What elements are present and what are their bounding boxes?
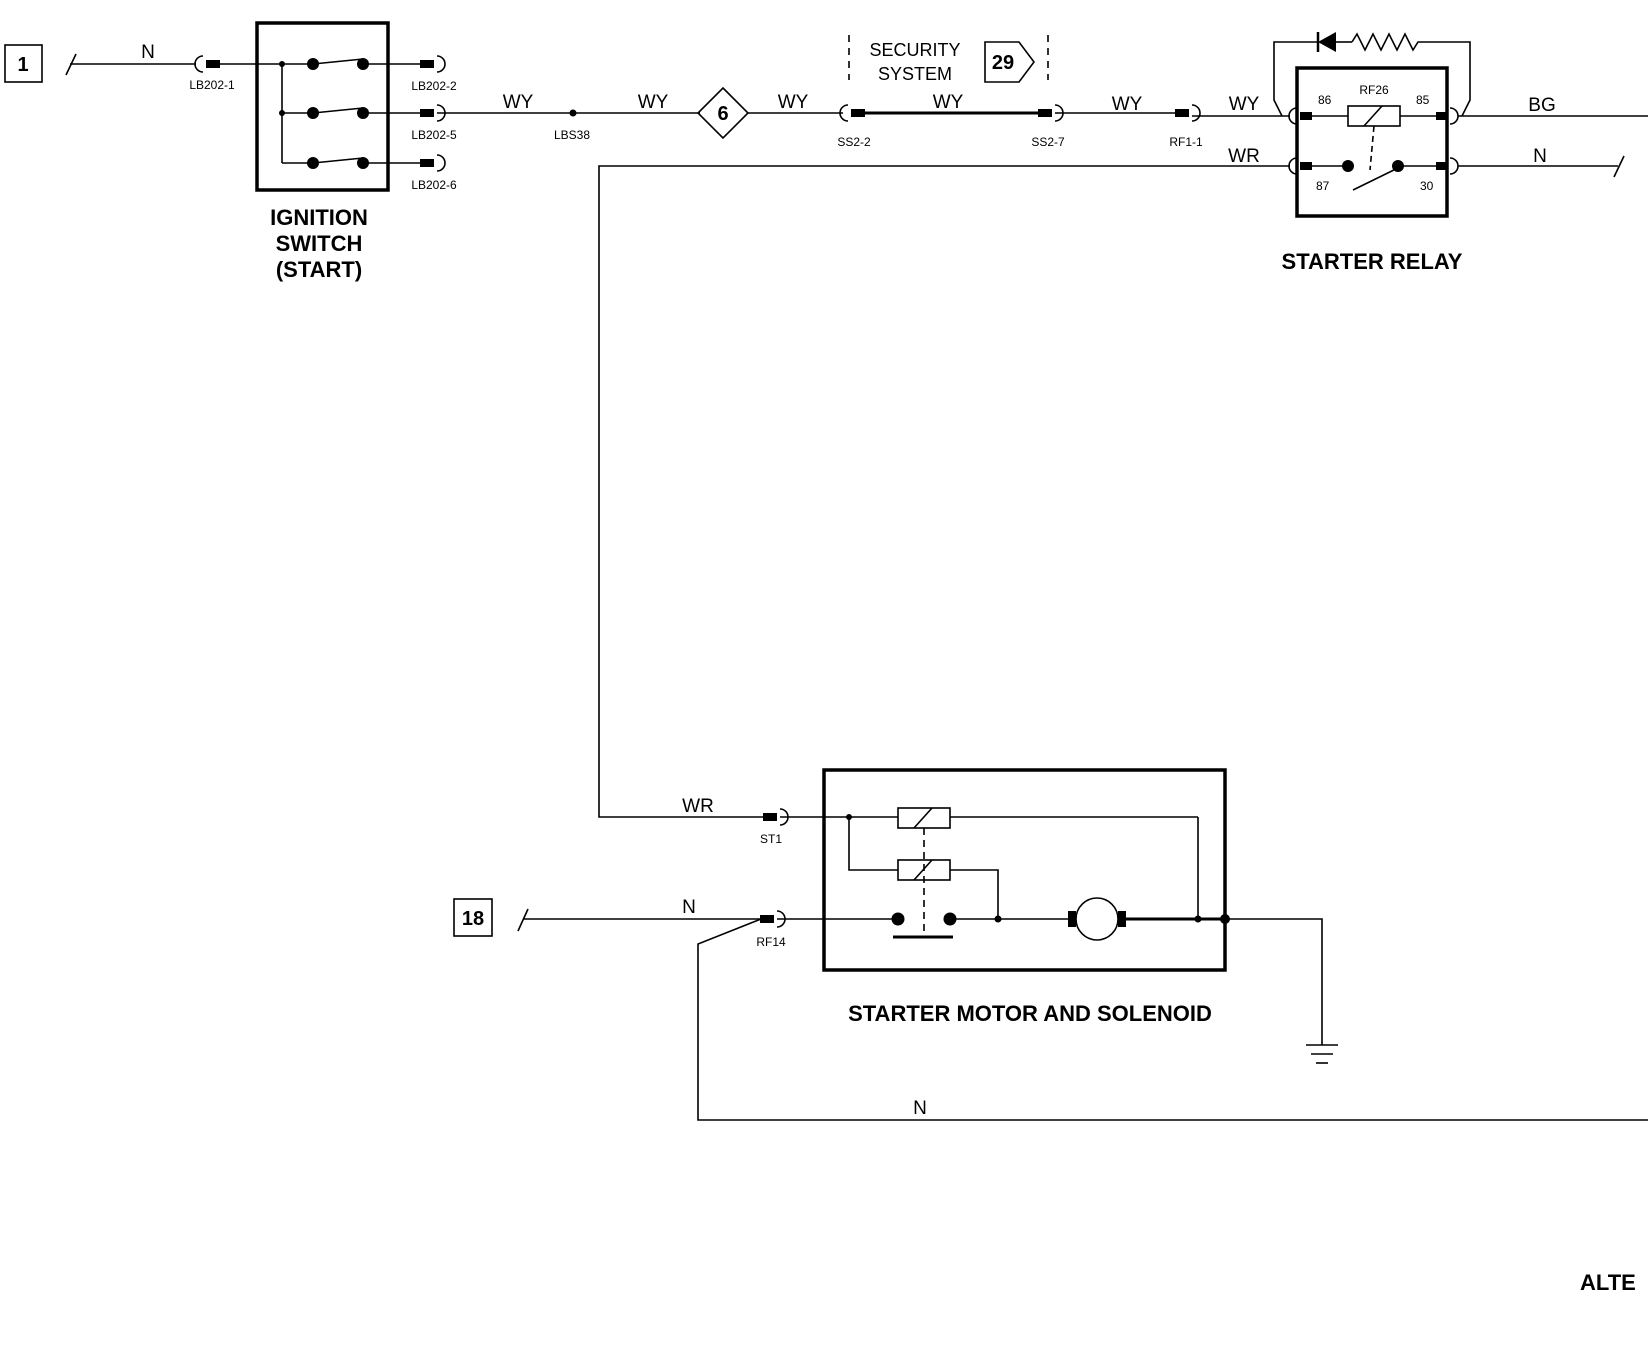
motor-icon bbox=[1075, 897, 1119, 941]
connector-pin-lb202-6 bbox=[420, 159, 434, 167]
ignition-switch-title-3: (START) bbox=[276, 257, 362, 282]
connector-lb202-1 bbox=[194, 55, 204, 73]
connector-pin-rf1-1 bbox=[1175, 109, 1189, 117]
ref-arrow-29 bbox=[984, 41, 1035, 83]
ref-label-6: 6 bbox=[717, 103, 728, 125]
connector-pin-lb202-2 bbox=[420, 60, 434, 68]
motor-brush-right bbox=[1118, 911, 1126, 927]
starter-motor-box bbox=[822, 768, 1227, 972]
connector-label-rf1-1: RF1-1 bbox=[1169, 135, 1203, 149]
security-system-label-1: SECURITY bbox=[869, 40, 960, 60]
connector-pin-st1 bbox=[763, 813, 777, 821]
diode-icon bbox=[1318, 32, 1336, 52]
motor-brush-left bbox=[1068, 911, 1076, 927]
starter-relay-box bbox=[1295, 66, 1449, 218]
ref-label-1: 1 bbox=[17, 54, 28, 76]
wire-label-wy-2: WY bbox=[638, 92, 669, 113]
splice-lbs38 bbox=[569, 109, 577, 117]
footer-label: ALTE bbox=[1580, 1270, 1636, 1295]
wire-label-n-top: N bbox=[141, 42, 155, 63]
connector-pin-lb202-5 bbox=[420, 109, 434, 117]
ref-label-29: 29 bbox=[992, 52, 1014, 74]
connector-label-st1: ST1 bbox=[760, 832, 782, 846]
connector-relay-86 bbox=[1288, 107, 1298, 125]
relay-pin-label-30: 30 bbox=[1420, 179, 1434, 193]
wire-label-n-relay: N bbox=[1533, 146, 1547, 167]
switch-contact-row-3 bbox=[282, 157, 388, 169]
connector-pin-rf14 bbox=[760, 915, 774, 923]
connector-ss2-2 bbox=[839, 104, 849, 122]
wire-wr bbox=[598, 165, 1290, 818]
wire-label-wy-4: WY bbox=[933, 92, 964, 113]
switch-contact-row-1 bbox=[282, 58, 388, 70]
resistor-icon bbox=[1351, 32, 1426, 52]
connector-label-ss2-2: SS2-2 bbox=[837, 135, 871, 149]
relay-pin-label-85: 85 bbox=[1416, 93, 1430, 107]
connector-label-lb202-2: LB202-2 bbox=[411, 79, 457, 93]
wire-break-mark bbox=[517, 908, 529, 932]
connector-relay-85 bbox=[1449, 107, 1459, 125]
connector-label-lb202-5: LB202-5 bbox=[411, 128, 457, 142]
relay-pin-85 bbox=[1436, 112, 1448, 120]
connector-label-lbs38: LBS38 bbox=[554, 128, 590, 142]
connector-relay-30 bbox=[1449, 157, 1459, 175]
starter-motor-title: STARTER MOTOR AND SOLENOID bbox=[848, 1001, 1212, 1026]
wire-n-bottom bbox=[697, 918, 1648, 1121]
relay-label-rf26: RF26 bbox=[1359, 83, 1389, 97]
ignition-switch-title-1: IGNITION bbox=[270, 205, 368, 230]
connector-label-rf14: RF14 bbox=[756, 935, 786, 949]
ref-label-18: 18 bbox=[462, 908, 484, 930]
wire-label-wr-top: WR bbox=[1228, 146, 1260, 167]
wire-label-n-bottom: N bbox=[913, 1098, 927, 1119]
connector-label-lb202-6: LB202-6 bbox=[411, 178, 457, 192]
connector-lb202-2 bbox=[436, 55, 446, 73]
connector-lb202-6 bbox=[436, 154, 446, 172]
security-system-label-2: SYSTEM bbox=[878, 64, 952, 84]
wire-break-mark bbox=[1613, 155, 1625, 178]
connector-pin-ss2-7 bbox=[1038, 109, 1052, 117]
connector-pin-lb202-1 bbox=[206, 60, 220, 68]
relay-suppression-loop bbox=[1273, 41, 1318, 117]
wire-label-n-motor: N bbox=[682, 897, 696, 918]
switch-contact-row-2 bbox=[282, 107, 388, 119]
connector-label-lb202-1: LB202-1 bbox=[189, 78, 235, 92]
connector-rf1-1 bbox=[1191, 104, 1201, 122]
wire-label-wr-bottom: WR bbox=[682, 796, 714, 817]
ref-diamond-6 bbox=[696, 86, 750, 140]
ref-box-1 bbox=[4, 44, 43, 83]
connector-pin-ss2-2 bbox=[851, 109, 865, 117]
relay-pin-label-86: 86 bbox=[1318, 93, 1332, 107]
wire-label-wy-1: WY bbox=[503, 92, 534, 113]
relay-pin-87 bbox=[1300, 162, 1312, 170]
ignition-switch-box bbox=[255, 21, 390, 192]
relay-pin-30 bbox=[1436, 162, 1448, 170]
ground-icon bbox=[1306, 1044, 1338, 1064]
ref-box-18 bbox=[453, 898, 493, 937]
wire-label-wy-3: WY bbox=[778, 92, 809, 113]
relay-switch-arm bbox=[1352, 167, 1399, 191]
connector-label-ss2-7: SS2-7 bbox=[1031, 135, 1065, 149]
starter-relay-title: STARTER RELAY bbox=[1282, 249, 1463, 274]
wire-label-wy-6: WY bbox=[1229, 94, 1260, 115]
relay-pin-label-87: 87 bbox=[1316, 179, 1330, 193]
ignition-switch-title-2: SWITCH bbox=[276, 231, 363, 256]
wire-label-bg: BG bbox=[1528, 95, 1555, 116]
wire-label-wy-5: WY bbox=[1112, 94, 1143, 115]
relay-pin-86 bbox=[1300, 112, 1312, 120]
